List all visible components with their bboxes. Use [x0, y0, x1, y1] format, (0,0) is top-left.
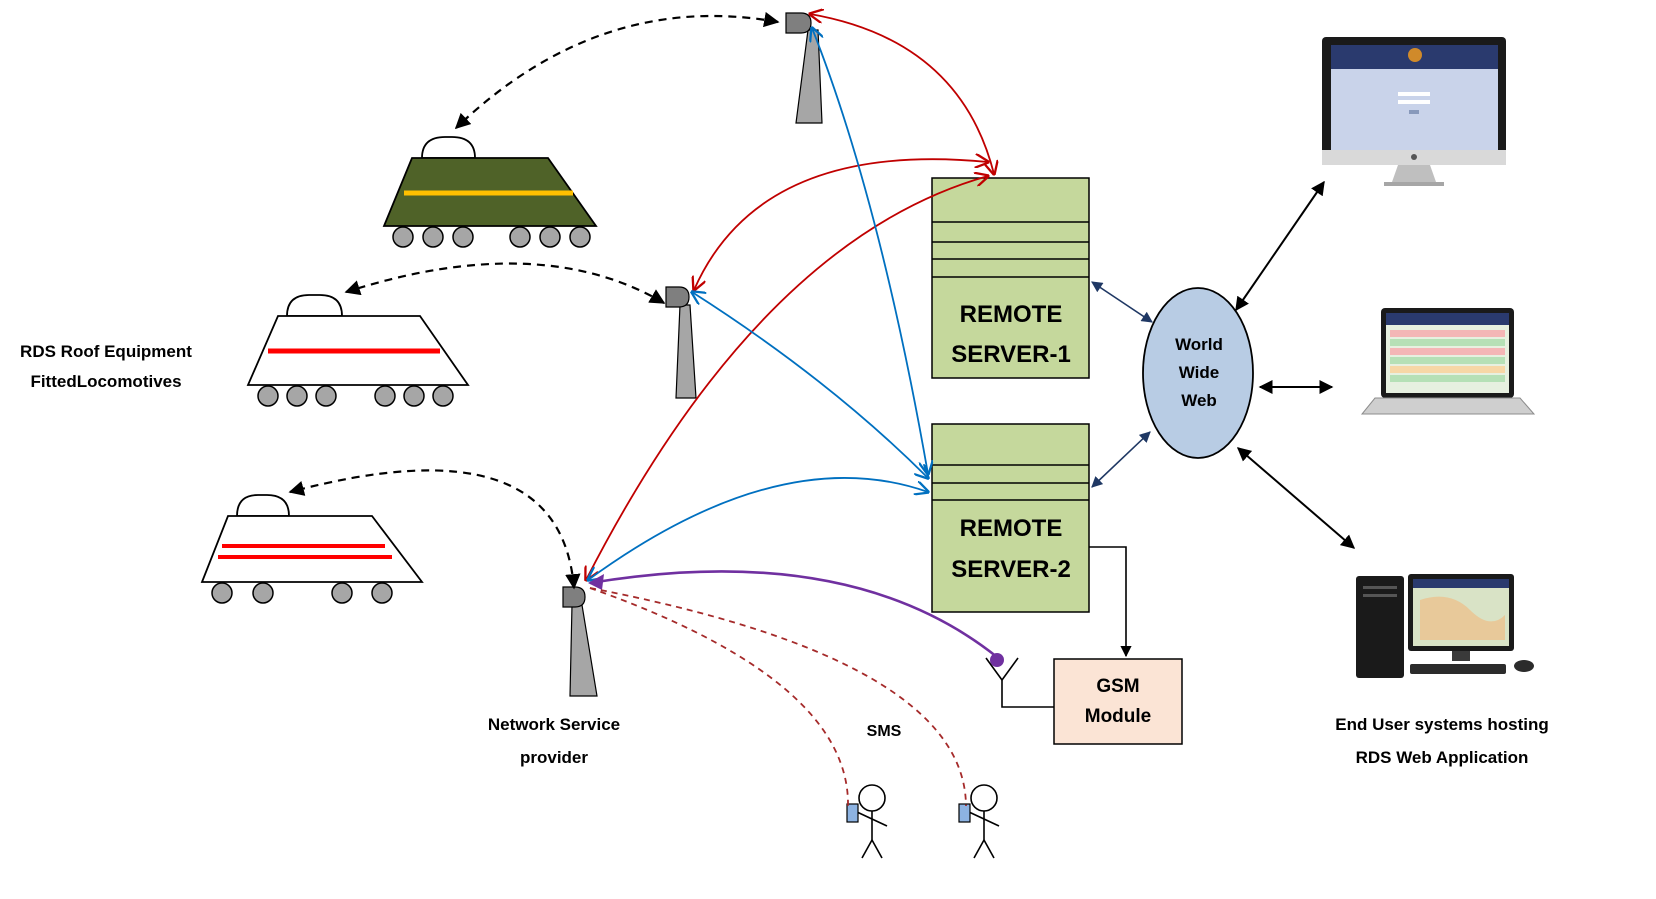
gsm-tower-link [588, 570, 1004, 667]
locomotive-green [382, 136, 598, 248]
imac-icon [1322, 37, 1506, 186]
sms-label: SMS [867, 723, 902, 740]
end-user-label-line1: End User systems hosting [1335, 715, 1549, 734]
server2-gsm-link [1089, 546, 1132, 658]
network-label-line1: Network Service [488, 715, 620, 734]
mobile-user-1-icon [846, 784, 888, 859]
network-label-line2: provider [520, 748, 588, 767]
loco-tower-links [288, 11, 780, 590]
locomotive-white-1 [246, 294, 470, 407]
server-1-label-line1: REMOTE [960, 301, 1063, 328]
server-web-links [1091, 281, 1153, 488]
web-label-line1: World [1175, 335, 1223, 354]
mobile-user-2-icon [958, 784, 1000, 859]
tower-bottom [562, 586, 598, 697]
locomotives-label-line2: FittedLocomotives [30, 372, 181, 391]
gsm-label-line2: Module [1085, 706, 1152, 727]
web-label-line2: Wide [1179, 363, 1219, 382]
remote-server-1: REMOTE SERVER-1 [931, 177, 1090, 379]
gsm-module: GSM Module [1053, 658, 1183, 745]
end-user-label-line2: RDS Web Application [1356, 748, 1529, 767]
laptop-icon [1360, 308, 1536, 415]
gsm-label-line1: GSM [1096, 676, 1139, 697]
locomotive-white-2 [200, 494, 424, 604]
locomotives-label-line1: RDS Roof Equipment [20, 342, 192, 361]
world-wide-web: World Wide Web [1142, 287, 1254, 459]
server-1-label-line2: SERVER-1 [951, 341, 1071, 368]
server2-blue-links [588, 28, 928, 580]
server-2-label-line1: REMOTE [960, 515, 1063, 542]
desktop-pc-icon [1356, 574, 1534, 678]
server-2-label-line2: SERVER-2 [951, 556, 1071, 583]
gsm-antenna-icon [985, 657, 1054, 708]
web-enduser-links [1235, 180, 1356, 549]
tower-top [785, 12, 823, 124]
tower-middle [665, 286, 697, 399]
web-label-line3: Web [1181, 391, 1217, 410]
remote-server-2: REMOTE SERVER-2 [931, 423, 1090, 613]
sms-links [589, 587, 967, 807]
